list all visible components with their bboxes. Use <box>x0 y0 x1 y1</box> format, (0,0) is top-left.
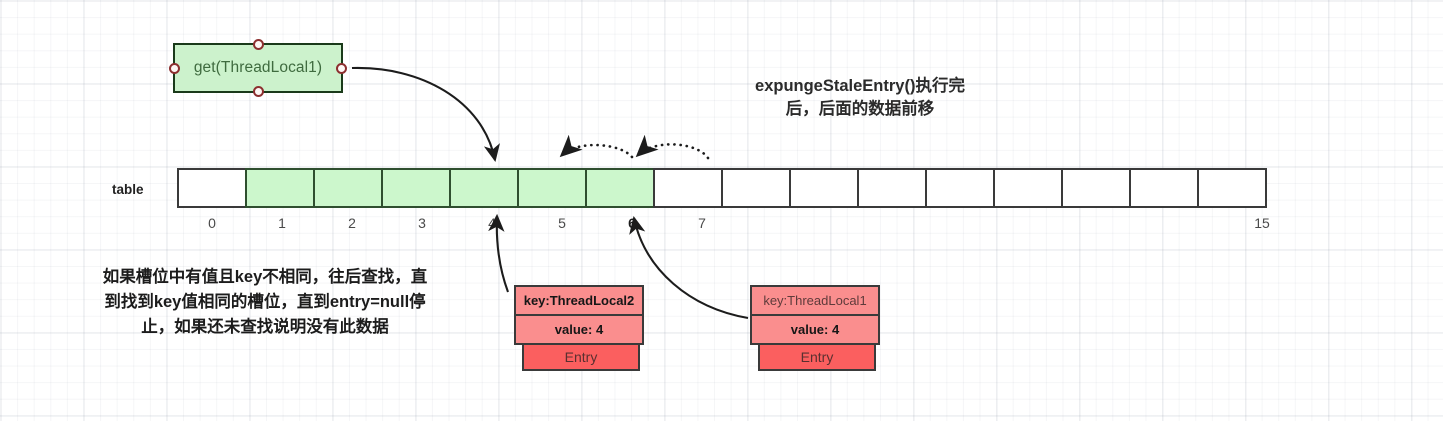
table-cell-8[interactable] <box>721 168 791 208</box>
table-cell-2[interactable] <box>313 168 383 208</box>
index-label-6: 6 <box>628 215 636 231</box>
expunge-stale-entry-note: expungeStaleEntry()执行完 后，后面的数据前移 <box>700 75 1020 122</box>
index-label-5: 5 <box>558 215 566 231</box>
table-cell-1[interactable] <box>245 168 315 208</box>
index-label-0: 0 <box>208 215 216 231</box>
expunge-note-line1: expungeStaleEntry()执行完 <box>755 77 965 95</box>
table-cell-0[interactable] <box>177 168 247 208</box>
table-cell-4[interactable] <box>449 168 519 208</box>
get-threadlocal-box[interactable]: get(ThreadLocal1) <box>169 39 347 97</box>
arrow-shift-arc-6-to-5 <box>559 134 634 159</box>
table-cell-13[interactable] <box>1061 168 1131 208</box>
index-label-7: 7 <box>698 215 706 231</box>
table-label: table <box>112 182 144 197</box>
lookup-rule-line2: 到找到key值相同的槽位，直到entry=null停 <box>104 292 426 311</box>
entry-box-threadlocal2[interactable]: key:ThreadLocal2 value: 4 Entry <box>514 285 644 371</box>
entry-value-label: value: 4 <box>554 322 604 337</box>
table-cell-3[interactable] <box>381 168 451 208</box>
anchor-bottom-icon[interactable] <box>252 86 264 97</box>
entry-footer-label: Entry <box>800 349 834 365</box>
entry-key-label: key:ThreadLocal2 <box>523 293 635 308</box>
entry-footer-cell: Entry <box>758 343 876 371</box>
arrow-shift-arc-7-to-6 <box>635 134 710 160</box>
expunge-note-line2: 后，后面的数据前移 <box>785 100 935 119</box>
entry-key-cell: key:ThreadLocal2 <box>514 285 644 316</box>
table-cell-15[interactable] <box>1197 168 1267 208</box>
anchor-top-icon[interactable] <box>252 39 264 50</box>
entry-key-label: key:ThreadLocal1 <box>763 293 867 308</box>
lookup-rule-line1: 如果槽位中有值且key不相同，往后查找，直 <box>102 268 428 286</box>
entry-box-threadlocal1[interactable]: key:ThreadLocal1 value: 4 Entry <box>750 285 880 371</box>
entry-value-cell: value: 4 <box>514 314 644 345</box>
get-threadlocal-label: get(ThreadLocal1) <box>193 59 323 76</box>
entry-value-label: value: 4 <box>790 322 840 337</box>
index-label-2: 2 <box>348 215 356 231</box>
table-array <box>177 168 1267 208</box>
entry-footer-label: Entry <box>564 349 598 365</box>
arrow-get-to-slot4 <box>351 66 500 163</box>
lookup-rule-note: 如果槽位中有值且key不相同，往后查找，直 到找到key值相同的槽位，直到ent… <box>43 265 487 339</box>
index-label-15: 15 <box>1254 215 1270 231</box>
table-cell-12[interactable] <box>993 168 1063 208</box>
table-cell-10[interactable] <box>857 168 927 208</box>
entry-key-cell: key:ThreadLocal1 <box>750 285 880 316</box>
table-cell-6[interactable] <box>585 168 655 208</box>
table-cell-9[interactable] <box>789 168 859 208</box>
anchor-left-icon[interactable] <box>169 62 180 74</box>
index-label-4: 4 <box>488 215 496 231</box>
table-index-labels: 0 1 2 3 4 5 6 7 15 <box>177 212 1297 234</box>
table-cell-7[interactable] <box>653 168 723 208</box>
lookup-rule-line3: 止，如果还未查找说明没有此数据 <box>141 317 389 336</box>
table-cell-14[interactable] <box>1129 168 1199 208</box>
index-label-3: 3 <box>418 215 426 231</box>
table-cell-11[interactable] <box>925 168 995 208</box>
index-label-1: 1 <box>278 215 286 231</box>
entry-value-cell: value: 4 <box>750 314 880 345</box>
entry-footer-cell: Entry <box>522 343 640 371</box>
table-cell-5[interactable] <box>517 168 587 208</box>
anchor-right-icon[interactable] <box>336 62 347 74</box>
